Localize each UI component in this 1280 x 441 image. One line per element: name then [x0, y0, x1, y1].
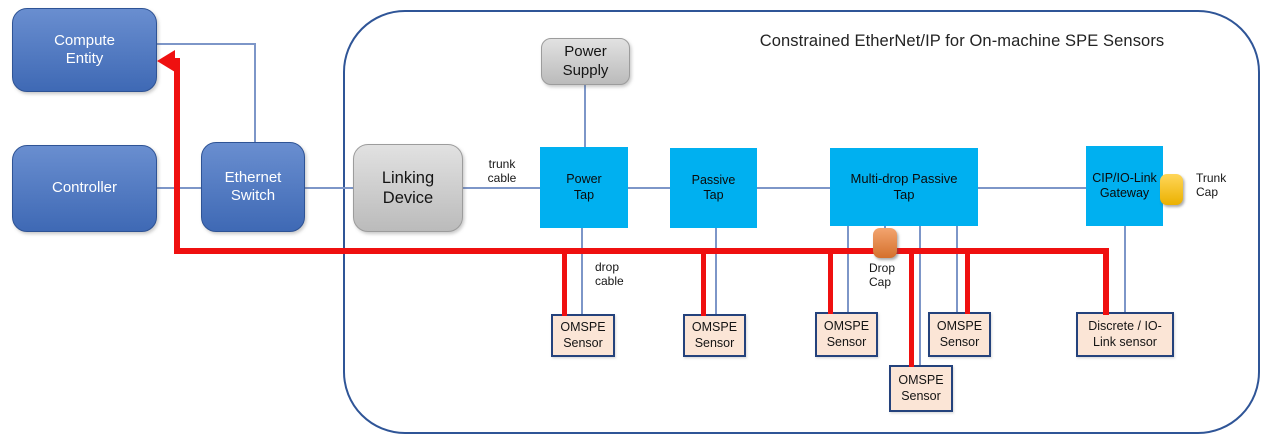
- red-cable-riser-left: [174, 58, 180, 254]
- network-boundary-frame: [343, 10, 1260, 434]
- sensor-omspe-5: OMSPE Sensor: [928, 312, 991, 357]
- wire-powersupply-to-powertap: [584, 85, 586, 147]
- red-cable-stub-sensor5: [965, 248, 970, 314]
- red-cable-stub-sensor3: [828, 248, 833, 314]
- sensor-discrete-iolink: Discrete / IO- Link sensor: [1076, 312, 1174, 357]
- wire-multidrop-drop4: [956, 226, 958, 313]
- wire-powertap-to-passivetap: [628, 187, 670, 189]
- red-cable-stub-sensor2: [701, 248, 706, 316]
- wire-multidrop-drop1: [847, 226, 849, 313]
- wire-linking-to-powertap: [463, 187, 540, 189]
- sensor-omspe-1: OMSPE Sensor: [551, 314, 615, 357]
- drop-cap-icon: [873, 228, 897, 258]
- wire-gateway-to-iolink-sensor: [1124, 226, 1126, 313]
- node-cip-iolink-gateway: CIP/IO-Link Gateway: [1086, 146, 1163, 226]
- diagram-title: Constrained EtherNet/IP for On-machine S…: [759, 32, 1165, 50]
- label-trunk-cap: Trunk Cap: [1196, 171, 1227, 200]
- red-cable-arrowhead-icon: [157, 50, 175, 72]
- wire-compute-to-switch-h: [157, 43, 255, 45]
- sensor-omspe-3: OMSPE Sensor: [815, 312, 878, 357]
- node-power-supply: Power Supply: [541, 38, 630, 85]
- red-cable-end-drop: [1103, 248, 1109, 315]
- wire-passivetap-to-multidrop: [757, 187, 830, 189]
- red-cable-trunk: [174, 248, 1109, 254]
- trunk-cap-icon: [1160, 174, 1183, 205]
- node-compute-entity: Compute Entity: [12, 8, 157, 92]
- node-power-tap: Power Tap: [540, 147, 628, 228]
- wire-multidrop-to-gateway: [978, 187, 1086, 189]
- wire-switch-to-linking: [303, 187, 353, 189]
- wire-multidrop-drop3: [919, 226, 921, 366]
- wire-passivetap-drop: [715, 228, 717, 315]
- node-ethernet-switch: Ethernet Switch: [201, 142, 305, 232]
- node-multidrop-passive-tap: Multi-drop Passive Tap: [830, 148, 978, 226]
- node-passive-tap: Passive Tap: [670, 148, 757, 228]
- red-cable-stub-sensor1: [562, 248, 567, 316]
- red-cable-stub-sensor4: [909, 248, 914, 367]
- label-drop-cap: Drop Cap: [869, 261, 896, 290]
- label-drop-cable: drop cable: [595, 260, 624, 289]
- node-linking-device: Linking Device: [353, 144, 463, 232]
- label-trunk-cable: trunk cable: [487, 157, 517, 186]
- wire-powertap-drop: [581, 228, 583, 315]
- sensor-omspe-4: OMSPE Sensor: [889, 365, 953, 412]
- node-controller: Controller: [12, 145, 157, 232]
- wire-compute-to-switch-v: [254, 43, 256, 143]
- sensor-omspe-2: OMSPE Sensor: [683, 314, 746, 357]
